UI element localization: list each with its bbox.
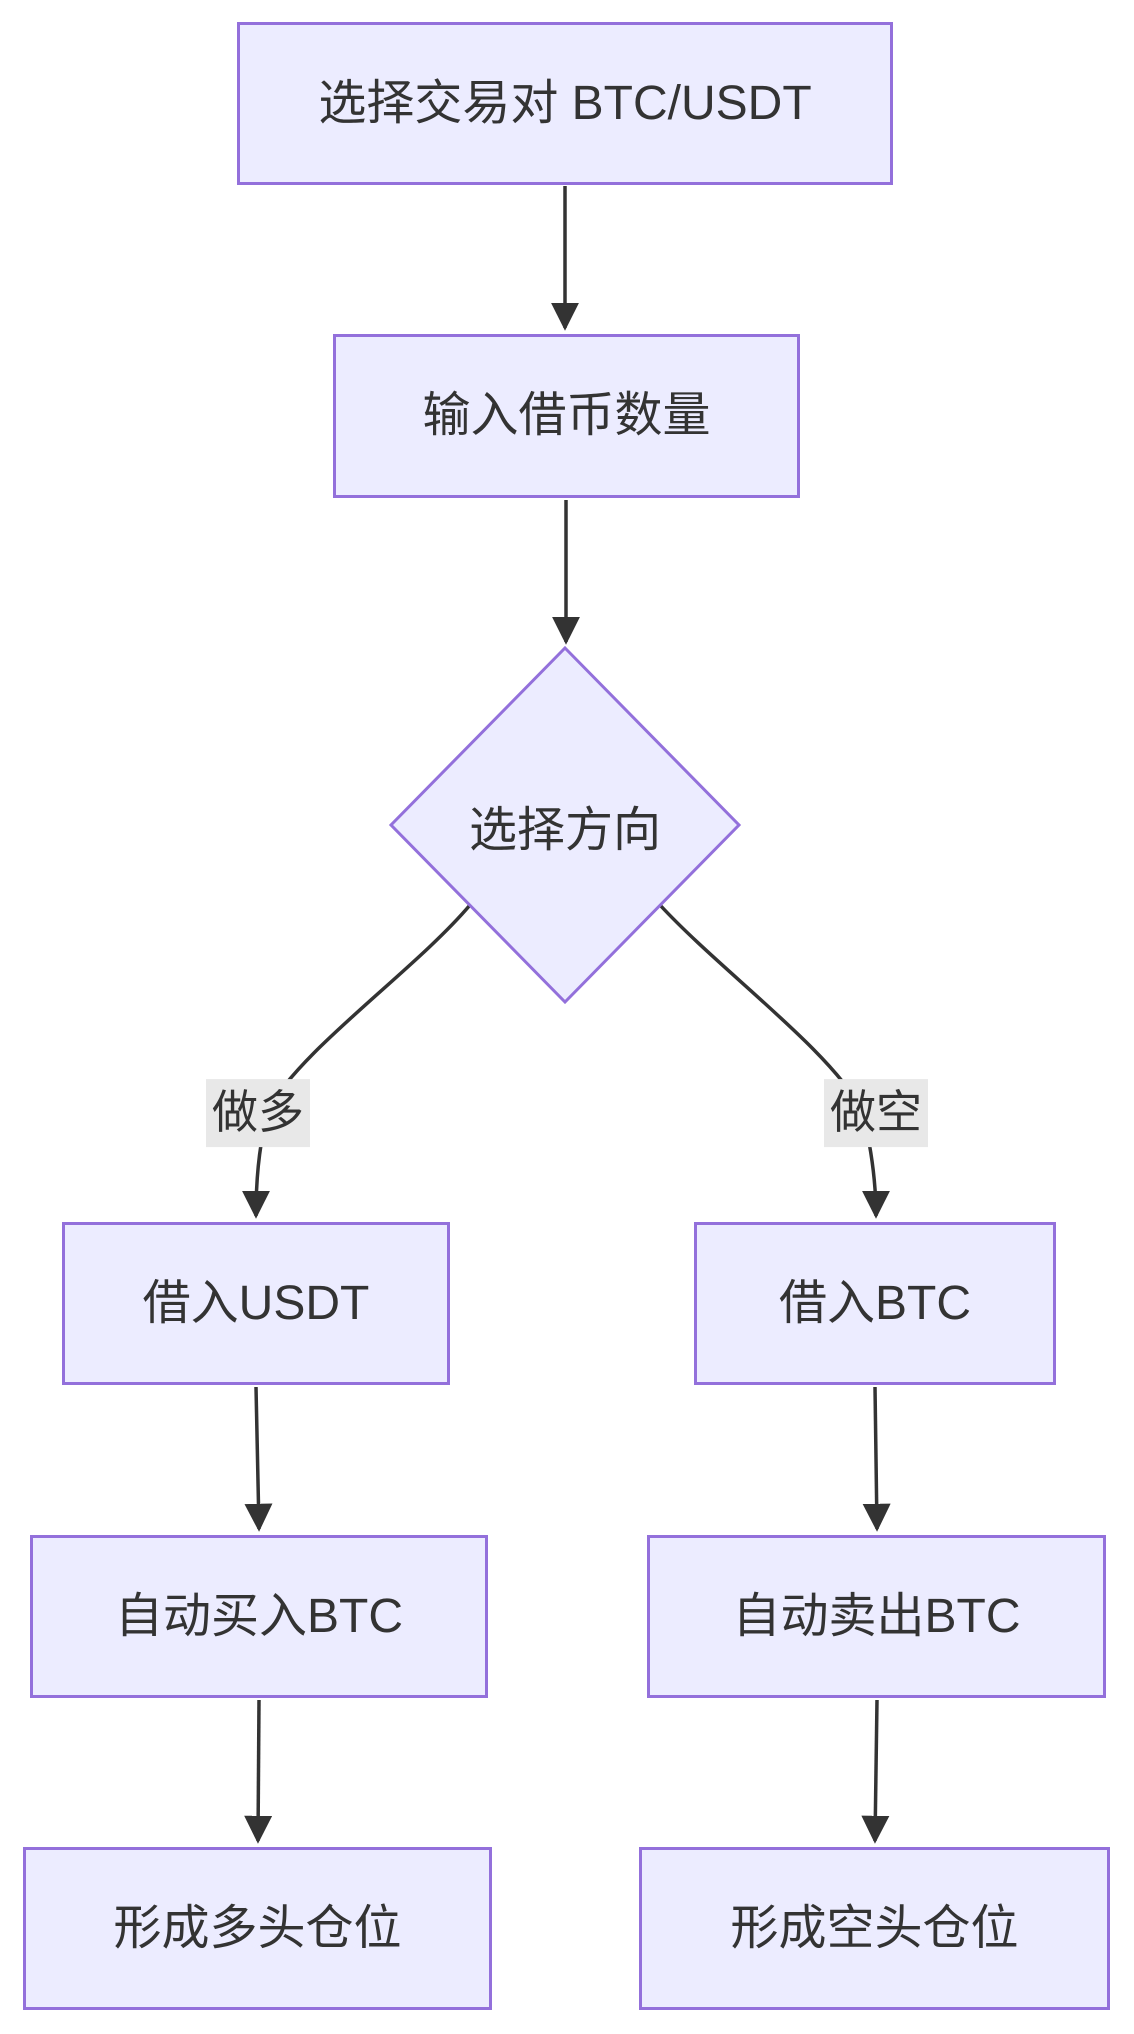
node-auto-buy-btc: 自动买入BTC (30, 1535, 488, 1698)
node-select-pair: 选择交易对 BTC/USDT (237, 22, 893, 185)
node-borrow-btc-label: 借入BTC (778, 1276, 971, 1330)
node-input-amount-label: 输入借币数量 (422, 389, 711, 442)
node-long-position-label: 形成多头仓位 (113, 1901, 402, 1955)
node-borrow-btc: 借入BTC (694, 1222, 1056, 1385)
node-auto-sell-btc: 自动卖出BTC (647, 1535, 1106, 1698)
edge-borrow-usdt-to-auto-buy-btc (244, 1386, 273, 1532)
edge-choose-direction-to-borrow-btc (658, 903, 890, 1219)
node-input-amount: 输入借币数量 (333, 334, 800, 498)
node-auto-sell-btc-label: 自动卖出BTC (732, 1589, 1021, 1643)
node-choose-direction: 选择方向 (440, 795, 690, 857)
node-auto-buy-btc-label: 自动买入BTC (114, 1589, 403, 1643)
node-short-position-label: 形成空头仓位 (730, 1901, 1019, 1955)
node-long-position: 形成多头仓位 (23, 1847, 492, 2010)
edge-auto-buy-btc-to-long-position (244, 1699, 273, 1844)
edge-choose-direction-to-borrow-usdt (242, 903, 472, 1219)
edge-label-long: 做多 (206, 1079, 310, 1147)
node-borrow-usdt: 借入USDT (62, 1222, 450, 1385)
edge-borrow-btc-to-auto-sell-btc (862, 1386, 891, 1532)
node-short-position: 形成空头仓位 (639, 1847, 1110, 2010)
edge-label-short: 做空 (824, 1079, 928, 1147)
node-select-pair-label: 选择交易对 BTC/USDT (318, 76, 812, 130)
edge-auto-sell-btc-to-short-position (861, 1699, 890, 1844)
node-borrow-usdt-label: 借入USDT (142, 1276, 370, 1330)
node-choose-direction-label: 选择方向 (468, 804, 661, 857)
node-choose-direction-shape (388, 645, 742, 1005)
